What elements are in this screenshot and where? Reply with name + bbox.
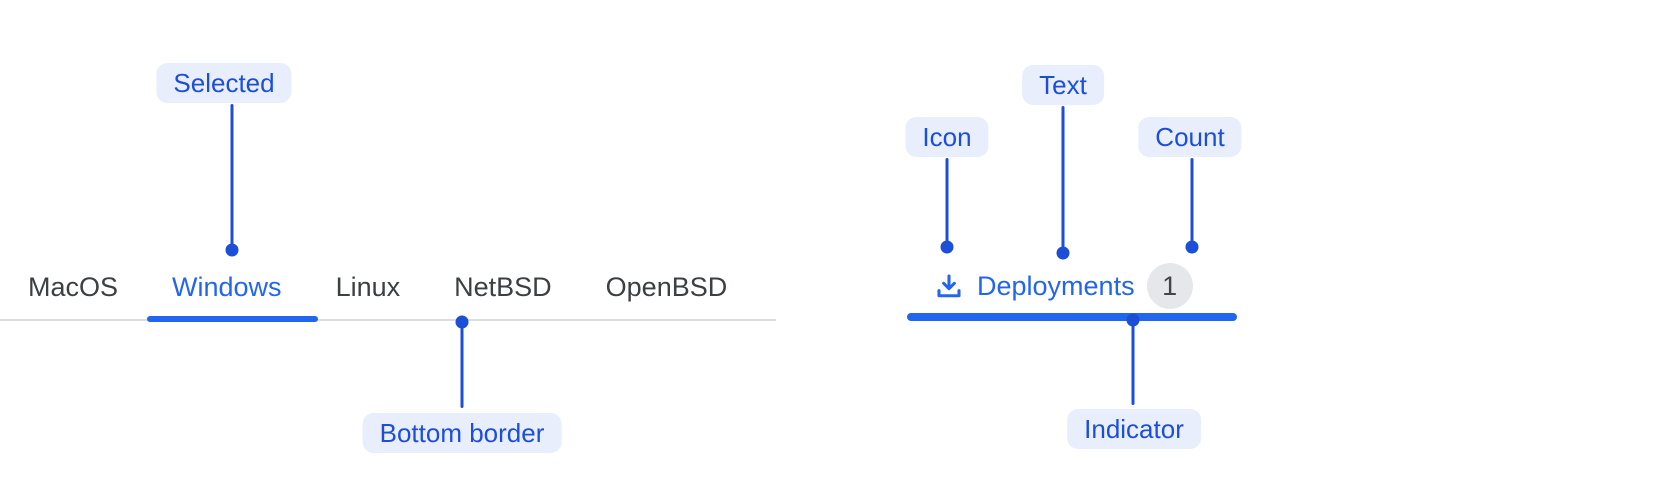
- tab-deployments[interactable]: Deployments 1: [933, 262, 1193, 310]
- tab-netbsd[interactable]: NetBSD: [454, 272, 552, 302]
- callout-text: Text: [1022, 65, 1104, 105]
- tab-bar: MacOS Windows Linux NetBSD OpenBSD: [28, 271, 727, 303]
- download-icon: [937, 274, 961, 298]
- tab-windows[interactable]: Windows: [172, 272, 282, 302]
- callout-line-text: [1061, 106, 1065, 249]
- tab-bar-bottom-border: [0, 319, 776, 321]
- tab-macos[interactable]: MacOS: [28, 272, 119, 302]
- tab-indicator: [907, 313, 1237, 321]
- callout-dot-selected: [225, 243, 239, 257]
- callout-indicator: Indicator: [1067, 409, 1201, 449]
- selected-tab-underline: [147, 316, 318, 322]
- callout-count: Count: [1138, 117, 1242, 157]
- callout-icon: Icon: [905, 117, 989, 157]
- callout-dot-count: [1185, 240, 1199, 254]
- tab-deployments-label: Deployments: [977, 271, 1135, 301]
- callout-selected: Selected: [156, 63, 292, 103]
- callout-dot-text: [1056, 246, 1070, 260]
- callout-line-indicator: [1131, 320, 1135, 405]
- callout-dot-icon: [940, 240, 954, 254]
- tab-linux[interactable]: Linux: [335, 272, 401, 302]
- callout-dot-bottom-border: [455, 315, 469, 329]
- callout-bottom-border: Bottom border: [362, 413, 562, 453]
- callout-line-icon: [945, 158, 949, 242]
- tab-count-badge: 1: [1146, 263, 1193, 309]
- callout-line-bottom-border: [460, 322, 464, 408]
- tab-openbsd[interactable]: OpenBSD: [605, 272, 728, 302]
- callout-line-count: [1190, 158, 1194, 242]
- callout-dot-indicator: [1126, 313, 1140, 327]
- callout-line-selected: [230, 104, 234, 246]
